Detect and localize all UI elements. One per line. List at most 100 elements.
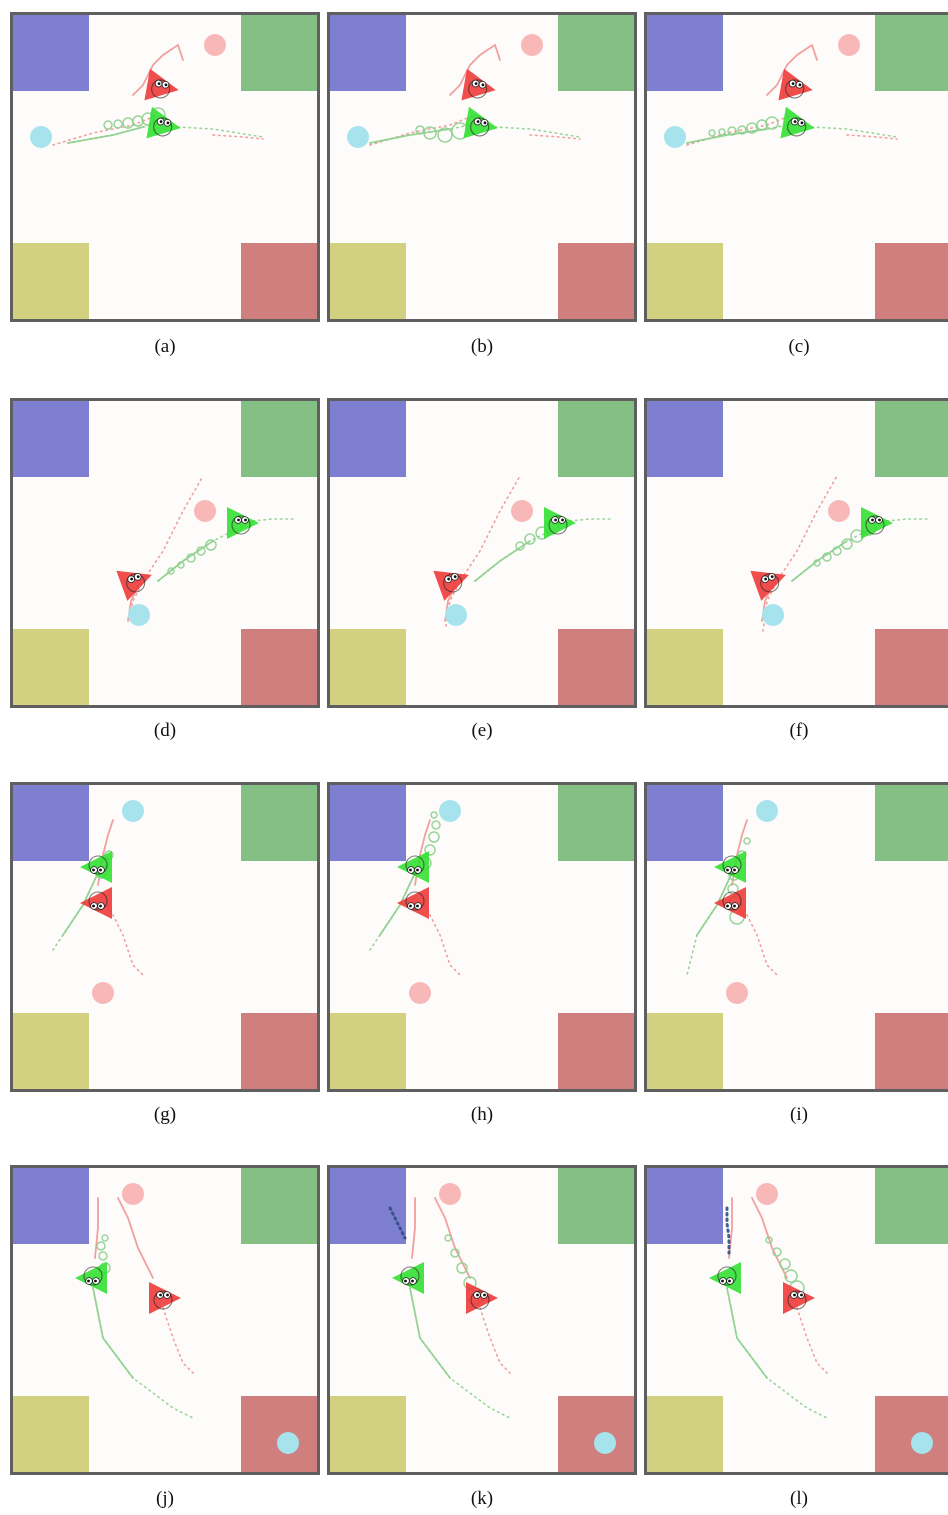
goal-zone-square-icon [13,401,89,477]
green-triangle-agent-icon-pupil [871,519,874,522]
goal-zone-square-icon [241,1396,317,1472]
panel-caption: (h) [327,1104,637,1126]
trail-ring [780,1259,790,1269]
goal-zone-square-icon [647,629,723,705]
green-triangle-agent-icon-pupil [411,1280,414,1283]
green-dotted-trail [410,1288,510,1418]
red-triangle-agent-icon [149,1282,181,1314]
cyan-ball-icon [277,1432,299,1454]
goal-zone-square-icon [330,785,406,861]
pink-ball-icon [122,1183,144,1205]
scene-panel [10,398,320,708]
trail-ring [99,1252,107,1260]
goal-zone-square-icon [13,785,89,861]
pink-ball-icon [726,982,748,1004]
blue-dotted-trail [727,1208,729,1253]
goal-zone-square-icon [241,243,317,319]
scene-panel [10,12,320,322]
red-triangle-agent-icon-pupil [800,1294,803,1297]
goal-zone-square-icon [330,15,406,91]
green-triangle-agent-icon-pupil [416,869,419,872]
pink-ball-icon [756,1183,778,1205]
scene-panel [327,398,637,708]
pink-ball-icon [521,34,543,56]
red-triangle-agent-icon [461,69,498,106]
goal-zone-square-icon [875,1013,948,1089]
cyan-ball-icon [762,604,784,626]
goal-zone-square-icon [558,243,634,319]
green-triangle-agent-icon-pupil [99,869,102,872]
panel-caption: (g) [10,1104,320,1126]
red-dotted-trail [425,905,460,975]
red-dotted-trail [480,1308,510,1373]
cyan-ball-icon [30,126,52,148]
green-path-trail [410,1288,450,1378]
red-triangle-agent-icon [397,887,429,919]
pink-ball-icon [92,982,114,1004]
trail-ring [97,1242,105,1250]
goal-zone-square-icon [647,1013,723,1089]
red-dotted-trail [129,476,203,616]
green-triangle-agent-icon [709,1262,741,1294]
scene-canvas [330,15,634,319]
red-dotted-trail [163,1308,193,1373]
scene-panel [10,782,320,1092]
goal-zone-square-icon [647,401,723,477]
green-triangle-agent-icon-pupil [404,1280,407,1283]
green-path-trail [68,127,143,143]
green-triangle-agent-icon [780,107,817,144]
scene-canvas [13,15,317,319]
red-triangle-agent-icon [778,69,815,106]
panel-caption: (l) [644,1488,948,1510]
panel-caption: (d) [10,720,320,742]
goal-zone-square-icon [558,1013,634,1089]
red-path-trail [412,1198,415,1258]
cyan-ball-icon [445,604,467,626]
green-triangle-agent-icon [544,507,576,539]
red-triangle-agent-icon-pupil [476,1294,479,1297]
goal-zone-square-icon [13,1396,89,1472]
trail-ring [431,812,437,818]
trail-ring [104,121,112,129]
trail-ring [114,120,122,128]
goal-zone-square-icon [558,1396,634,1472]
red-triangle-agent-icon [750,560,791,601]
goal-zone-square-icon [558,1168,634,1244]
green-triangle-agent-icon-pupil [237,519,240,522]
panel-caption: (c) [644,336,948,358]
goal-zone-square-icon [875,629,948,705]
panel-caption: (j) [10,1488,320,1510]
cyan-ball-icon [664,126,686,148]
green-dotted-trail [253,519,293,521]
goal-zone-square-icon [875,243,948,319]
goal-zone-square-icon [330,1013,406,1089]
scene-canvas [647,785,948,1089]
red-triangle-agent-icon-pupil [99,905,102,908]
goal-zone-square-icon [647,15,723,91]
goal-zone-square-icon [875,785,948,861]
red-triangle-agent-icon-pupil [159,1294,162,1297]
trail-ring [709,130,715,136]
panel-caption: (a) [10,336,320,358]
cyan-ball-icon [347,126,369,148]
goal-zone-square-icon [647,1396,723,1472]
scene-canvas [330,785,634,1089]
green-triangle-agent-icon-pupil [554,519,557,522]
goal-zone-square-icon [241,401,317,477]
green-triangle-agent-icon [227,507,259,539]
scene-canvas [330,1168,634,1472]
cyan-ball-icon [128,604,150,626]
goal-zone-square-icon [241,785,317,861]
red-triangle-agent-icon [80,887,112,919]
scene-panel [327,782,637,1092]
green-dotted-trail [53,873,98,950]
panel-caption: (i) [644,1104,948,1126]
goal-zone-square-icon [558,785,634,861]
goal-zone-square-icon [875,15,948,91]
goal-zone-square-icon [330,401,406,477]
cyan-ball-icon [756,800,778,822]
goal-zone-square-icon [875,401,948,477]
goal-zone-square-icon [13,1013,89,1089]
scene-panel [10,1165,320,1475]
goal-zone-square-icon [330,243,406,319]
